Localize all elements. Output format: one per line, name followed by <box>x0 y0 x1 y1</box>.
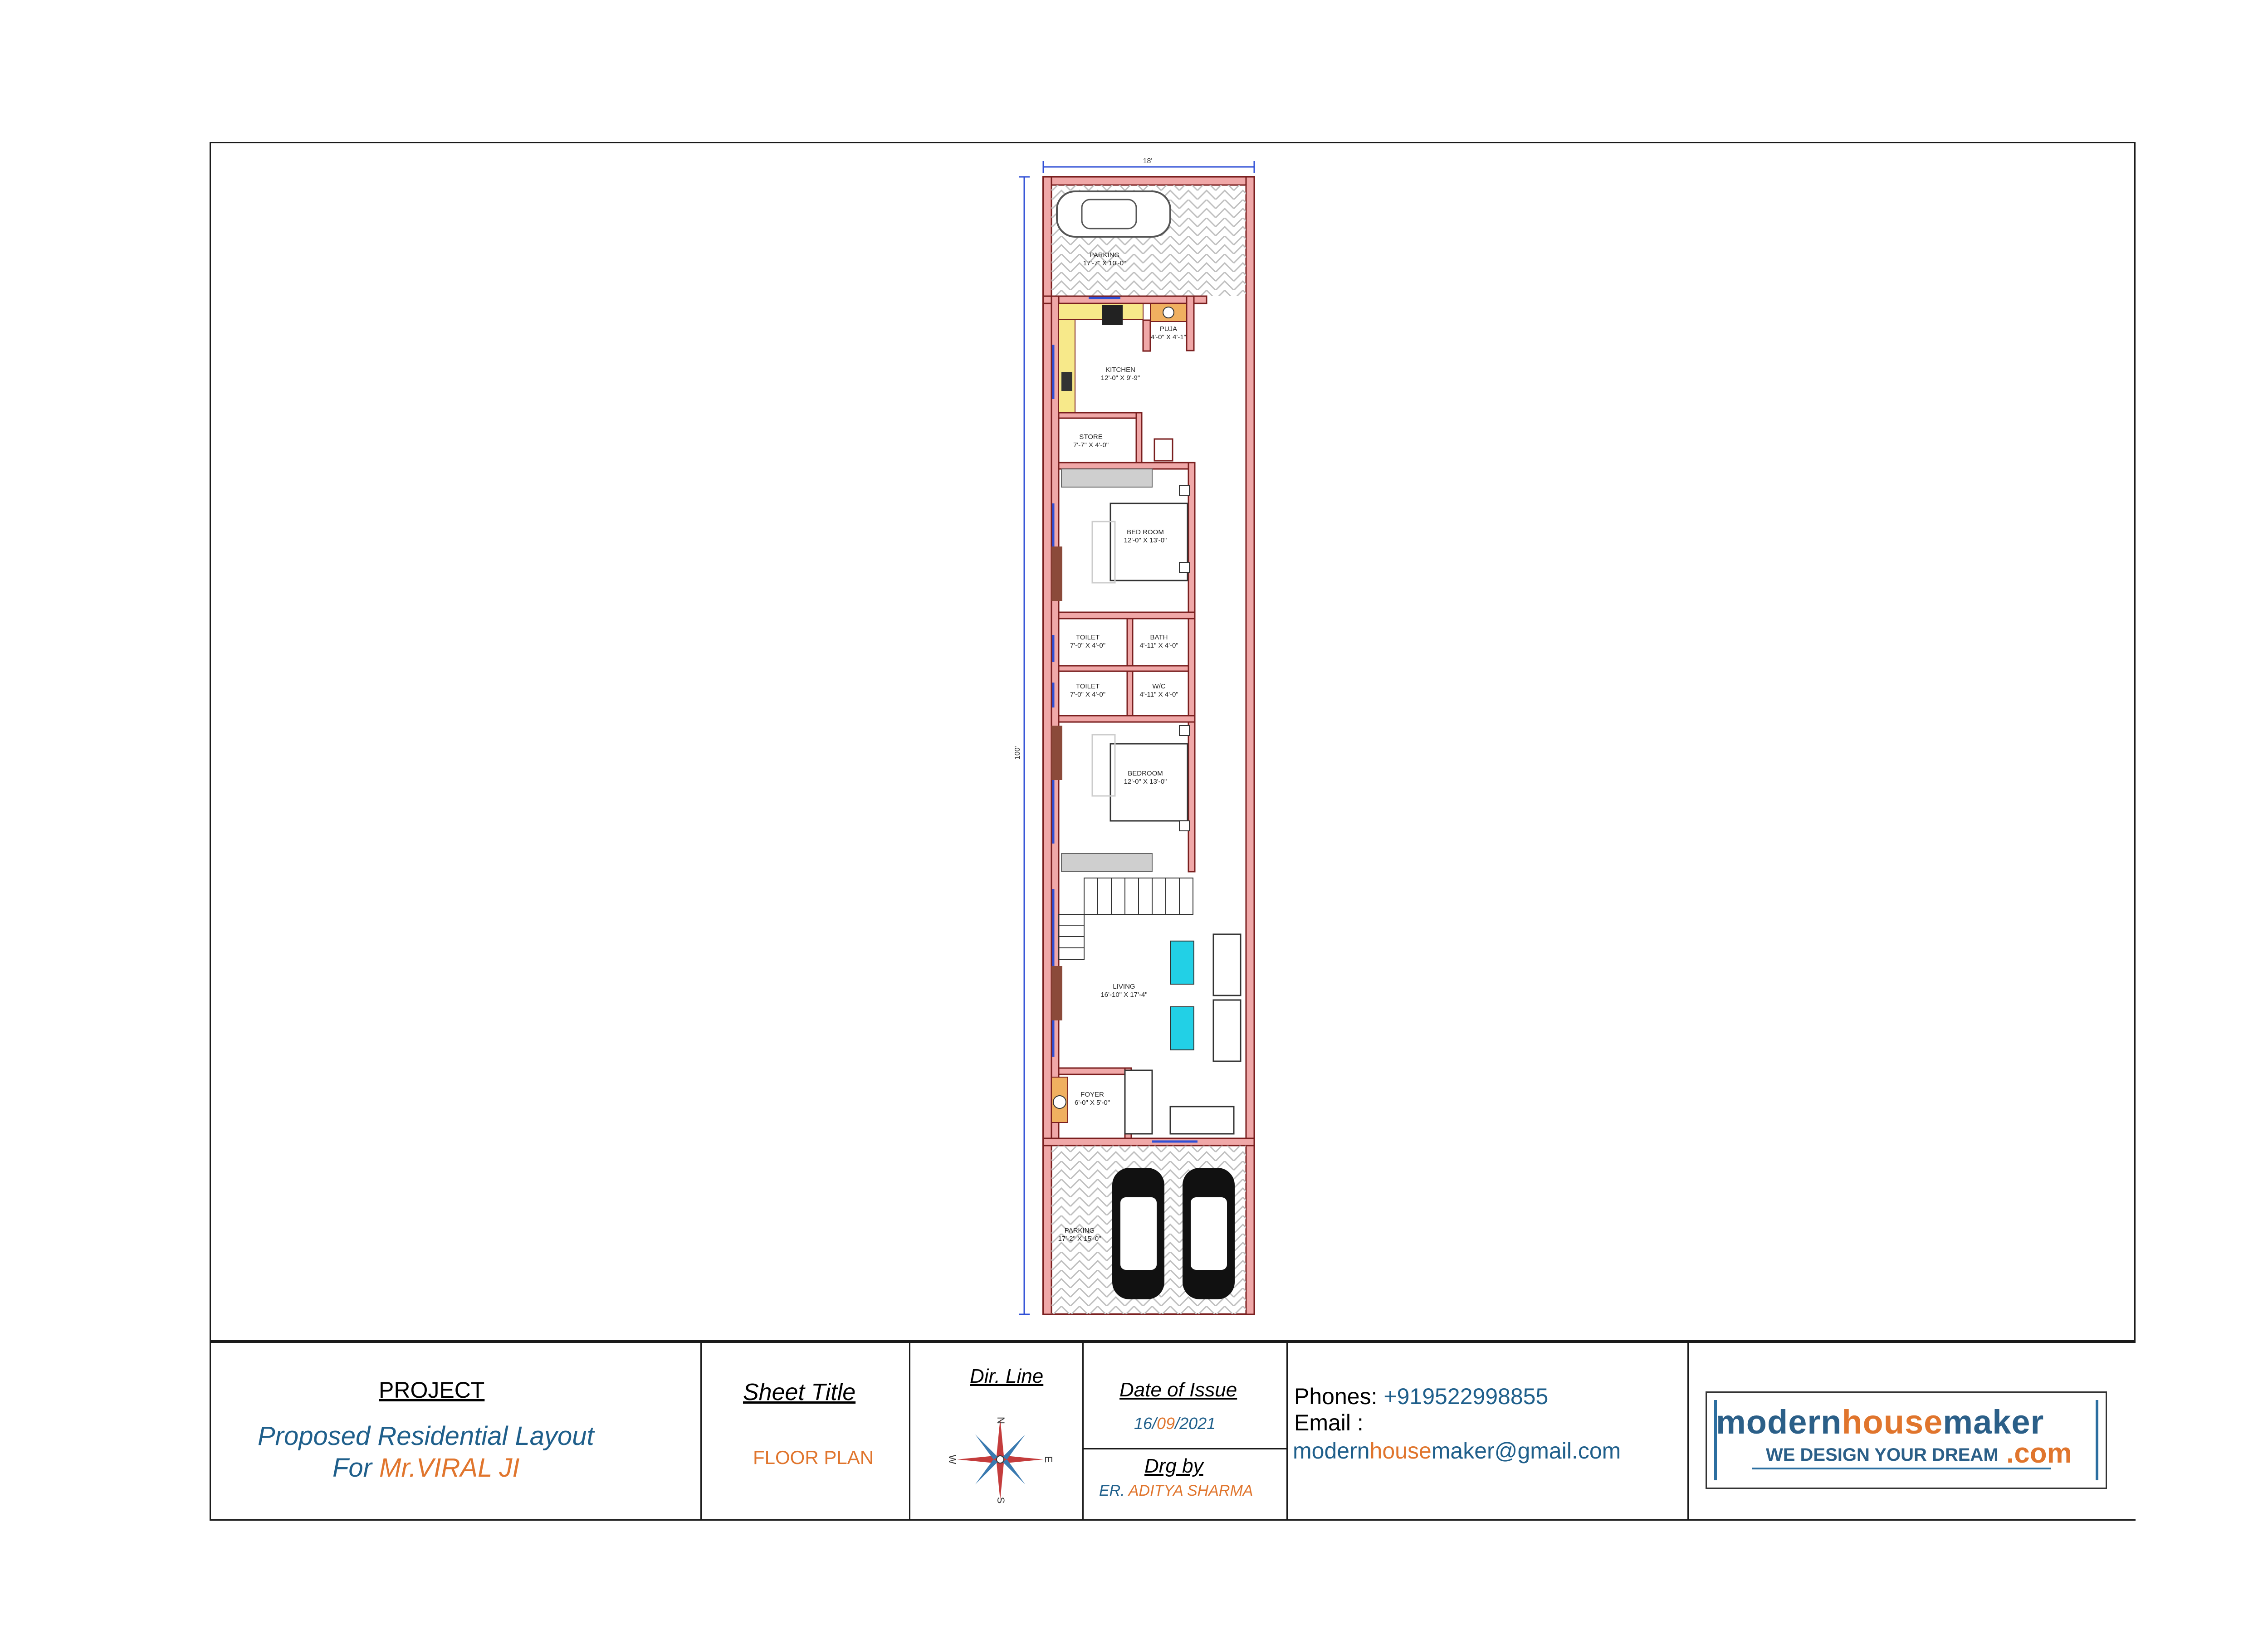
logo-tagline: WE DESIGN YOUR DREAM <box>1766 1445 1999 1465</box>
compass-w: W <box>948 1455 958 1464</box>
logo-word-3: maker <box>1943 1403 2044 1441</box>
date-of-issue-heading: Date of Issue <box>1119 1379 1237 1401</box>
room-label-puja: PUJA <box>1160 325 1177 333</box>
title-block-divider-2 <box>909 1342 910 1521</box>
room-dim-store: 7'-7" X 4'-0" <box>1073 441 1109 449</box>
room-dim-toilet-1: 7'-0" X 4'-0" <box>1070 642 1105 649</box>
room-dim-parking-bottom: 17'-2" X 15'-0" <box>1058 1235 1101 1243</box>
top-parking: PARKING 17'-7" X 10'-0" <box>1051 185 1246 296</box>
logo-frame <box>1714 1400 2098 1480</box>
room-label-toilet-1: TOILET <box>1076 634 1100 641</box>
room-dim-bath: 4'-11" X 4'-0" <box>1139 642 1178 649</box>
room-dim-toilet-2: 7'-0" X 4'-0" <box>1070 691 1105 698</box>
bottom-parking: PARKING 17'-2" X 15'-0" <box>1051 1146 1246 1314</box>
title-block-divider-4 <box>1286 1342 1288 1521</box>
dir-line-heading: Dir. Line <box>970 1365 1044 1387</box>
title-block-divider-1 <box>700 1342 702 1521</box>
phone-number[interactable]: +919522998855 <box>1383 1384 1549 1409</box>
room-label-living: LIVING <box>1113 983 1135 990</box>
compass-e: E <box>1043 1456 1052 1463</box>
store: STORE 7'-7" X 4'-0" <box>1073 433 1173 462</box>
plot-length-dim: 100' <box>1014 746 1022 760</box>
email-address[interactable]: modernhousemaker@gmail.com <box>1293 1438 1621 1464</box>
drawn-by-prefix: ER. <box>1099 1482 1129 1499</box>
room-dim-wc: 4'-11" X 4'-0" <box>1139 691 1178 698</box>
title-block-divider-3 <box>1082 1342 1084 1521</box>
title-block-bottom-border <box>210 1519 2136 1521</box>
kitchen: PUJA 4'-0" X 4'-1" KITCHEN 12'-0" X 9'-9… <box>1058 303 1187 413</box>
project-name-line2: For Mr.VIRAL JI <box>332 1453 520 1483</box>
room-label-parking-top: PARKING <box>1090 251 1119 259</box>
room-dim-puja: 4'-0" X 4'-1" <box>1151 333 1186 341</box>
title-block-date-divider <box>1082 1448 1286 1449</box>
drawn-by-name: ADITYA SHARMA <box>1128 1482 1253 1499</box>
compass-rose-icon: N S W E <box>948 1417 1052 1504</box>
interior-walls <box>1042 295 1255 1146</box>
project-heading: PROJECT <box>379 1377 485 1403</box>
title-block-top-border <box>210 1342 2136 1343</box>
foyer: FOYER 6'-0" X 5'-0" <box>1051 1077 1110 1123</box>
logo-word-1: modern <box>1716 1403 1842 1441</box>
logo-word-2: house <box>1842 1403 1943 1441</box>
room-dim-living: 16'-10" X 17'-4" <box>1100 991 1147 999</box>
outer-walls <box>1042 176 1255 1315</box>
room-label-bedroom-1: BED ROOM <box>1127 528 1164 536</box>
plot-width-dim: 18' <box>1143 157 1153 165</box>
logo-tld: .com <box>2006 1438 2072 1469</box>
bedroom-1: BED ROOM 12'-0" X 13'-0" <box>1051 468 1190 601</box>
client-name: Mr.VIRAL JI <box>379 1453 520 1483</box>
room-dim-bedroom-1: 12'-0" X 13'-0" <box>1124 537 1167 544</box>
logo-wordmark: modernhousemaker <box>1716 1403 2044 1441</box>
date-month: 09 <box>1157 1414 1175 1433</box>
room-label-bath: BATH <box>1150 634 1168 641</box>
compass-s: S <box>995 1497 1007 1504</box>
sheet-title-heading: Sheet Title <box>743 1379 856 1405</box>
email-label: Email : <box>1294 1410 1364 1435</box>
drawing-frame <box>210 142 2136 1342</box>
room-label-parking-bottom: PARKING <box>1065 1227 1095 1234</box>
staircase <box>1058 878 1193 960</box>
email-part-2: house <box>1369 1438 1432 1464</box>
date-of-issue-value: 16/09/2021 <box>1134 1414 1216 1433</box>
room-label-foyer: FOYER <box>1080 1091 1104 1098</box>
room-label-store: STORE <box>1079 433 1102 441</box>
title-block-left-border <box>210 1342 211 1521</box>
email-part-1: modern <box>1293 1438 1370 1464</box>
phone-line: Phones: +919522998855 <box>1294 1383 1548 1410</box>
brand-logo: modernhousemaker WE DESIGN YOUR DREAM .c… <box>1706 1391 2107 1489</box>
room-dim-kitchen: 12'-0" X 9'-9" <box>1101 374 1140 382</box>
logo-underline <box>1752 1468 2051 1469</box>
room-label-kitchen: KITCHEN <box>1105 366 1135 374</box>
date-day: 16/ <box>1134 1414 1157 1433</box>
bedroom-2: BEDROOM 12'-0" X 13'-0" <box>1051 725 1190 872</box>
compass-n: N <box>995 1417 1007 1424</box>
room-dim-foyer: 6'-0" X 5'-0" <box>1075 1099 1110 1107</box>
project-name-line1: Proposed Residential Layout <box>258 1421 594 1451</box>
project-for-prefix: For <box>332 1453 380 1483</box>
phone-label: Phones: <box>1294 1384 1384 1409</box>
room-label-toilet-2: TOILET <box>1076 683 1100 690</box>
dimension-lines: 18' 100' <box>1014 157 1255 1315</box>
room-dim-bedroom-2: 12'-0" X 13'-0" <box>1124 778 1167 785</box>
living: LIVING 16'-10" X 17'-4" <box>1051 933 1242 1135</box>
email-part-3: maker@gmail.com <box>1431 1438 1621 1464</box>
drawn-by-value: ER. ADITYA SHARMA <box>1099 1482 1253 1500</box>
room-label-bedroom-2: BEDROOM <box>1128 770 1163 777</box>
date-year: /2021 <box>1175 1414 1216 1433</box>
room-dim-parking-top: 17'-7" X 10'-0" <box>1083 259 1126 267</box>
sheet-title-value: FLOOR PLAN <box>753 1447 874 1468</box>
toilets: TOILET 7'-0" X 4'-0" BATH 4'-11" X 4'-0"… <box>1070 634 1178 698</box>
title-block-divider-5 <box>1687 1342 1689 1521</box>
drawn-by-heading: Drg by <box>1144 1455 1203 1477</box>
room-label-wc: W/C <box>1152 683 1165 690</box>
